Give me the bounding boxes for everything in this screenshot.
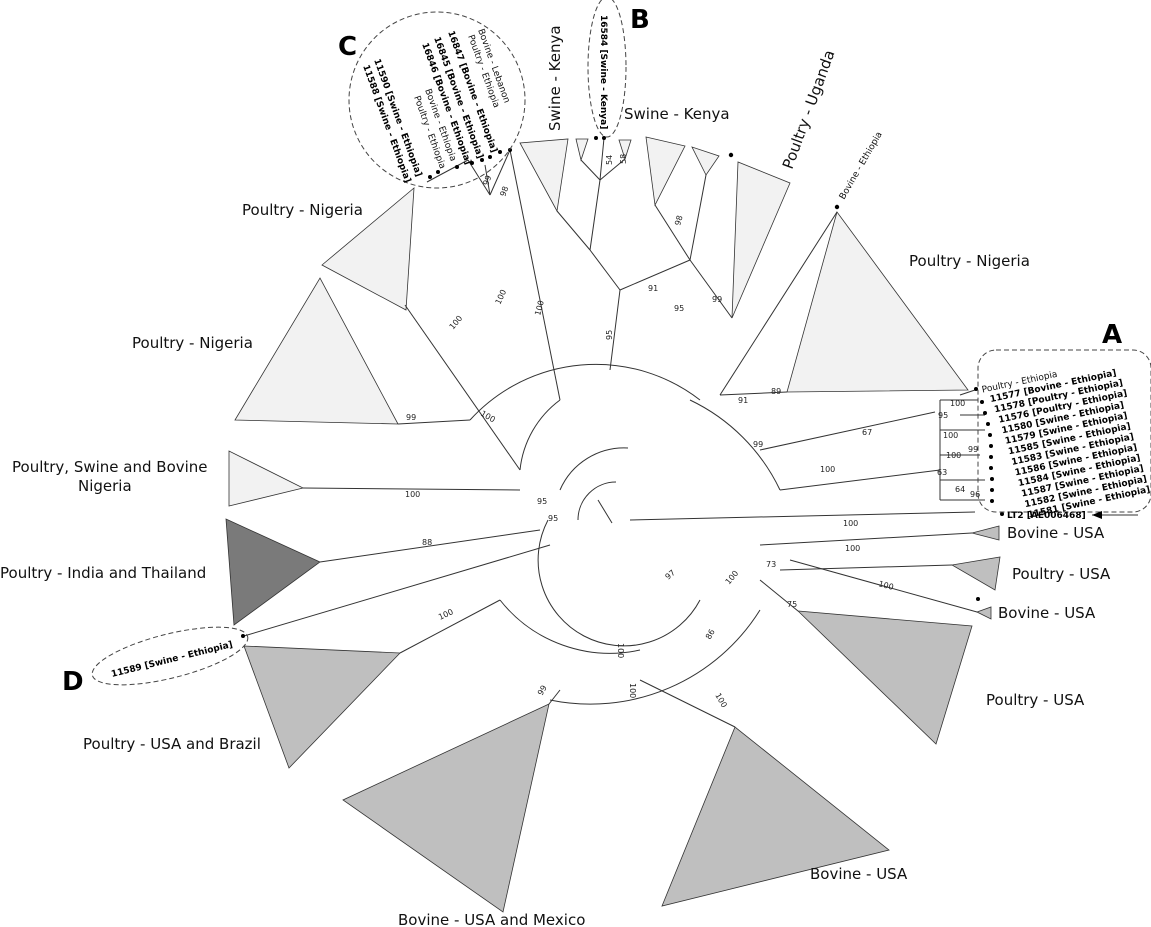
support-label: 100 [616,643,625,658]
clade-swine-kenya-d [645,136,686,207]
support-label: 100 [479,409,497,424]
support-label: 98 [673,214,684,226]
group-c-outline [348,11,526,189]
support-label: 99 [712,295,722,304]
group-c: C Bovine - Lebanon Poultry - Ethiopia 16… [338,11,526,189]
support-label: 95 [537,497,547,506]
clade-swine-kenya-c [618,139,632,161]
group-d: D 11589 [Swine - Ethiopia] [62,626,249,697]
support-label: 98 [498,185,510,198]
clade-label: Poultry - Uganda [779,48,839,172]
clade-label: Poultry, Swine and Bovine [12,458,208,476]
support-label: 100 [950,399,965,408]
clade-label: Swine - Kenya [624,105,730,123]
support-label: 99 [536,684,549,697]
clade-poultry-nigeria-left [234,277,399,425]
group-b-leaf: 16584 [Swine - Kenya] [598,15,608,129]
support-label: 100 [448,314,465,331]
clade-poultry-nigeria-top [321,187,415,311]
clade-label: Bovine - Ethiopia [838,130,885,201]
clade-bovine-usa-1 [970,525,1000,541]
group-b: B 16584 [Swine - Kenya] [587,0,650,138]
reference-strain: LT2 [AE006468] [1007,511,1086,521]
clade-label: Poultry - USA [986,691,1085,709]
support-label: 100 [946,451,961,460]
clade-label: Swine - Kenya [546,25,564,131]
support-label: 67 [862,428,872,437]
support-label: 73 [766,560,776,569]
support-label: 100 [713,692,728,710]
support-label: 86 [704,628,717,641]
clade-label: Poultry - USA [1012,565,1111,583]
support-label: 100 [820,465,835,474]
group-letter-a: A [1102,320,1122,350]
clade-bovine-usa-2 [975,606,992,620]
support-label: 100 [724,569,741,586]
support-label: 95 [938,411,948,420]
support-label: 99 [406,413,416,422]
support-label: 100 [877,579,894,592]
clade-triangles [225,136,1001,913]
support-label: 96 [970,490,980,499]
clade-swine-kenya-e [691,146,720,176]
support-label: 100 [437,607,455,622]
clade-poultry-usa-right [796,610,973,745]
support-label: 54 [605,155,614,165]
support-label: 64 [955,485,965,494]
clade-mixed-nigeria [228,450,305,507]
support-label: 95 [548,514,558,523]
clade-swine-kenya-a [519,138,569,213]
clade-label: Poultry - USA and Brazil [83,735,261,753]
support-label: 58 [619,154,628,164]
clade-poultry-usa [950,556,1001,591]
group-b-outline [587,0,627,138]
support-label: 91 [738,396,748,405]
support-label: 100 [405,490,420,499]
clade-label: Bovine - USA and Mexico [398,911,585,927]
clade-label: Poultry - Nigeria [132,334,253,352]
group-letter-c: C [338,32,357,62]
clade-label: Poultry - Nigeria [909,252,1030,270]
support-label: 95 [674,304,684,313]
support-label: 99 [481,174,493,187]
clade-bovine-usa-mexico [342,703,550,913]
clade-label: Bovine - USA [1007,524,1105,542]
clade-label: Poultry - Nigeria [242,201,363,219]
branches [243,137,985,728]
support-label: 63 [937,468,947,477]
clade-bovine-usa-bottom [661,726,890,907]
tree-center [537,447,701,647]
group-a-outline [977,349,1151,513]
support-label: 75 [787,600,797,609]
clade-label: Bovine - USA [810,865,908,883]
support-label: 100 [943,431,958,440]
clade-swine-kenya-b [575,138,589,162]
group-a: A Poultry - Ethiopia 11577 [Bovine - Eth… [977,320,1151,521]
support-label: 100 [628,683,637,698]
group-letter-d: D [62,667,84,697]
group-d-outline [91,626,249,686]
clade-label: Bovine - USA [998,604,1096,622]
support-label: 100 [845,544,860,553]
support-label: 91 [648,284,658,293]
support-label: 100 [843,519,858,528]
support-label: 99 [753,440,763,449]
clade-label: Poultry - India and Thailand [0,564,206,582]
support-label: 100 [533,299,546,316]
clade-label: Nigeria [78,477,132,495]
support-label: 88 [422,538,432,547]
support-label: 97 [664,568,678,581]
support-label: 95 [605,330,614,340]
group-letter-b: B [630,5,650,35]
clade-poultry-usa-brazil [243,645,401,769]
reference-arrow-icon [1092,511,1102,519]
support-label: 89 [771,387,781,396]
clade-poultry-nigeria-right [786,211,969,393]
support-label: 99 [968,445,978,454]
support-label: 100 [494,288,509,306]
group-d-leaf: 11589 [Swine - Ethiopia] [110,640,234,680]
clade-poultry-uganda [731,161,791,319]
clade-poultry-india-thailand [225,518,321,626]
